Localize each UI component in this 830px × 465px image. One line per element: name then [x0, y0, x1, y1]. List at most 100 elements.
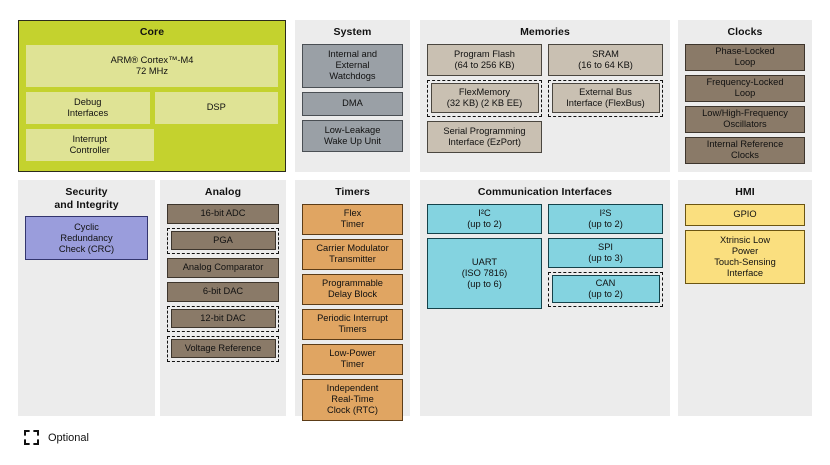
pll-line-1: Phase-Locked: [715, 46, 775, 56]
optional-wrapper-pga: PGA: [167, 227, 279, 254]
dsp-label: DSP: [206, 102, 226, 112]
optional-wrapper-flexmemory: FlexMemory (32 KB) (2 KB EE): [427, 79, 542, 117]
block-oscillators: Low/High-Frequency Oscillators: [685, 105, 805, 133]
panel-security-and-integrity: Security and Integrity Cyclic Redundancy…: [18, 180, 155, 416]
optional-wrapper-12-bit-dac: 12-bit DAC: [167, 305, 279, 332]
irc-line-1: Internal Reference: [706, 139, 784, 149]
flextimer-line-1: Flex: [343, 208, 362, 218]
crc-line-1: Cyclic: [74, 221, 99, 232]
panel-core: Core ARM® Cortex™-M4 72 MHz Debug Interf…: [18, 20, 286, 172]
panel-title-system: System: [333, 26, 372, 38]
spi-line-1: SPI: [598, 241, 613, 252]
i2s-line-1: I²S: [599, 207, 612, 218]
oscillators-line-1: Low/High-Frequency: [702, 108, 788, 118]
uart-line-1: UART: [471, 256, 498, 267]
block-6-bit-dac: 6-bit DAC: [167, 281, 279, 302]
block-carrier-modulator-transmitter: Carrier Modulator Transmitter: [302, 238, 403, 270]
can-line-1: CAN: [595, 278, 616, 288]
interrupt-line-2: Controller: [69, 144, 110, 155]
block-watchdogs: Internal and External Watchdogs: [302, 43, 403, 88]
panel-analog: Analog 16-bit ADC PGA Analog Comparator …: [160, 180, 286, 416]
pdb-line-1: Programmable: [322, 278, 383, 288]
wakeup-line-1: Low-Leakage: [324, 124, 381, 135]
panel-title-clocks: Clocks: [727, 26, 763, 38]
block-interrupt-controller: Interrupt Controller: [26, 128, 154, 161]
flexbus-line-1: External Bus: [579, 87, 632, 97]
block-periodic-interrupt-timers: Periodic Interrupt Timers: [302, 308, 403, 340]
panel-title-hmi: HMI: [735, 186, 755, 198]
fll-line-2: Loop: [734, 88, 756, 98]
block-uart: UART (ISO 7816) (up to 6): [427, 237, 542, 309]
panel-title-communication: Communication Interfaces: [477, 186, 613, 198]
adc-label: 16-bit ADC: [200, 208, 246, 218]
irc-line-2: Clocks: [731, 150, 759, 160]
uart-line-2: (ISO 7816): [461, 267, 508, 278]
debug-line-2: Interfaces: [67, 107, 109, 118]
block-programmable-delay-block: Programmable Delay Block: [302, 273, 403, 305]
wakeup-line-2: Wake Up Unit: [323, 135, 381, 146]
dma-label: DMA: [342, 98, 363, 108]
debug-line-1: Debug: [74, 96, 102, 107]
optional-wrapper-voltage-reference: Voltage Reference: [167, 335, 279, 362]
comparator-label: Analog Comparator: [182, 262, 264, 272]
watchdogs-line-2: External: [335, 60, 370, 70]
fll-line-1: Frequency-Locked: [706, 77, 784, 87]
block-program-flash: Program Flash (64 to 256 KB): [427, 43, 542, 76]
tsi-line-3: Touch-Sensing: [714, 256, 776, 267]
uart-line-3: (up to 6): [467, 278, 502, 289]
legend-label: Optional: [48, 431, 89, 444]
lptmr-line-1: Low-Power: [329, 348, 376, 358]
interrupt-line-1: Interrupt: [72, 133, 108, 144]
pdb-line-2: Delay Block: [327, 289, 378, 299]
block-16-bit-adc: 16-bit ADC: [167, 203, 279, 224]
block-low-power-timer: Low-Power Timer: [302, 343, 403, 375]
block-pga: PGA: [170, 231, 276, 250]
sram-line-1: SRAM: [592, 48, 619, 59]
block-serial-programming-interface: Serial Programming Interface (EzPort): [427, 120, 542, 153]
pll-line-2: Loop: [734, 57, 756, 67]
crc-line-3: Check (CRC): [58, 243, 115, 254]
cmt-line-1: Carrier Modulator: [316, 243, 389, 253]
pga-label: PGA: [213, 235, 233, 245]
gpio-label: GPIO: [733, 209, 757, 219]
program-flash-line-1: Program Flash: [454, 48, 515, 59]
sram-line-2: (16 to 64 KB): [578, 59, 633, 70]
i2s-line-2: (up to 2): [588, 218, 623, 229]
watchdogs-line-1: Internal and: [327, 49, 378, 59]
panel-memories: Memories Program Flash (64 to 256 KB) Fl…: [420, 20, 670, 172]
flextimer-line-2: Timer: [340, 219, 365, 229]
rtc-line-1: Independent: [326, 383, 379, 393]
lptmr-line-2: Timer: [340, 359, 365, 369]
block-arm-cortex-m4: ARM® Cortex™-M4 72 MHz: [26, 44, 278, 87]
flexmemory-line-1: FlexMemory: [458, 87, 511, 97]
memories-left-column: Program Flash (64 to 256 KB) FlexMemory …: [427, 43, 542, 153]
block-analog-comparator: Analog Comparator: [167, 257, 279, 278]
block-12-bit-dac: 12-bit DAC: [170, 309, 276, 328]
memories-right-column: SRAM (16 to 64 KB) External Bus Interfac…: [548, 43, 663, 121]
panel-title-timers: Timers: [335, 186, 370, 198]
panel-timers: Timers Flex Timer Carrier Modulator Tran…: [295, 180, 410, 421]
security-title-line-2: and Integrity: [54, 198, 119, 211]
block-i2s: I²S (up to 2): [548, 203, 663, 234]
rtc-line-3: Clock (RTC): [327, 405, 378, 415]
dac12-label: 12-bit DAC: [200, 313, 246, 323]
ezport-line-1: Serial Programming: [443, 125, 526, 136]
vref-label: Voltage Reference: [184, 343, 262, 353]
panel-hmi: HMI GPIO Xtrinsic Low Power Touch-Sensin…: [678, 180, 812, 416]
block-cyclic-redundancy-check: Cyclic Redundancy Check (CRC): [25, 216, 148, 260]
legend: Optional: [24, 430, 89, 445]
ezport-line-2: Interface (EzPort): [448, 136, 521, 147]
flexbus-line-2: Interface (FlexBus): [566, 98, 645, 108]
dashed-square-icon: [24, 430, 39, 445]
oscillators-line-2: Oscillators: [723, 119, 767, 129]
block-low-leakage-wakeup: Low-Leakage Wake Up Unit: [302, 119, 403, 152]
panel-title-security: Security and Integrity: [25, 186, 148, 211]
panel-communication-interfaces: Communication Interfaces I²C (up to 2) U…: [420, 180, 670, 416]
watchdogs-line-3: Watchdogs: [329, 71, 376, 81]
block-i2c: I²C (up to 2): [427, 203, 542, 234]
block-dsp: DSP: [154, 91, 278, 124]
dac6-label: 6-bit DAC: [202, 286, 244, 296]
tsi-line-4: Interface: [726, 267, 764, 278]
rtc-line-2: Real-Time: [331, 394, 374, 404]
communication-left-column: I²C (up to 2) UART (ISO 7816) (up to 6): [427, 203, 542, 309]
